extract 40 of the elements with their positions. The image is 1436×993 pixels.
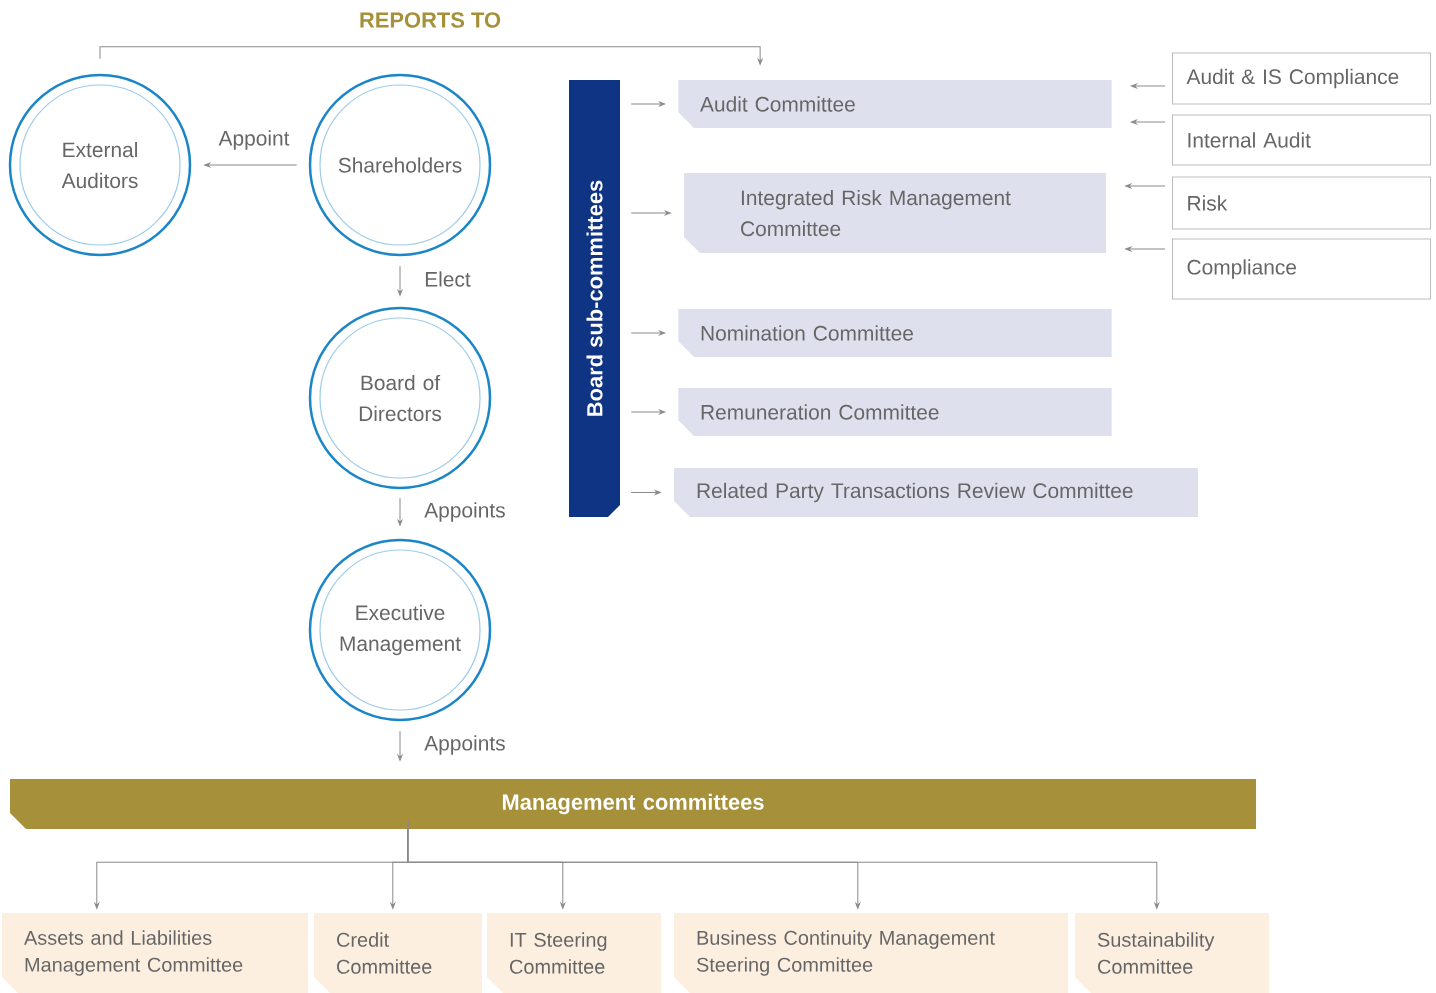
connector-arrow — [1130, 119, 1166, 125]
header-band: Management committees — [10, 779, 1256, 829]
committee-box: Business Continuity Management Steering Committee — [674, 913, 1068, 993]
connector-arrow — [99, 46, 763, 65]
unit-box: Risk — [1172, 176, 1431, 230]
committee-box: Nomination Committee — [678, 309, 1112, 357]
connector-arrow — [630, 330, 666, 336]
circle-node: Board of Directors — [308, 306, 492, 490]
committee-box: Integrated Risk Management Committee — [684, 173, 1106, 253]
connector-arrow — [407, 820, 1160, 909]
committee-box: Assets and Liabilities Management Committee — [2, 913, 308, 993]
connector-arrow — [630, 210, 671, 216]
committee-box: Sustainability Committee — [1075, 913, 1269, 993]
connector-arrow — [397, 265, 403, 296]
edge-label: REPORTS TO — [356, 10, 504, 30]
committee-box: IT Steering Committee — [487, 913, 661, 993]
connector-arrow — [630, 101, 666, 107]
circle-node: External Auditors — [8, 73, 192, 257]
committee-box: Credit Committee — [314, 913, 482, 993]
edge-label: Elect — [422, 269, 473, 289]
connector-arrow — [397, 730, 403, 761]
committee-box: Audit Committee — [678, 80, 1112, 128]
connector-arrow — [630, 490, 661, 495]
edge-label: Appoint — [216, 128, 292, 152]
circle-node: Shareholders — [308, 73, 492, 257]
connector-arrow — [204, 162, 298, 168]
sidebar-band: Board sub-committees — [569, 80, 620, 517]
committee-box: Related Party Transactions Review Committee — [674, 468, 1198, 517]
connector-arrow — [1130, 83, 1166, 89]
edge-label: Appoints — [422, 733, 508, 757]
unit-box: Audit & IS Compliance — [1172, 52, 1431, 105]
connector-arrow — [1125, 246, 1166, 252]
edge-label: Appoints — [422, 500, 508, 524]
circle-node: Executive Management — [308, 538, 492, 722]
connector-arrow — [1125, 183, 1166, 189]
connector-arrow — [397, 497, 403, 526]
unit-box: Compliance — [1172, 238, 1431, 300]
unit-box: Internal Audit — [1172, 114, 1431, 166]
connector-arrow — [630, 409, 666, 415]
committee-box: Remuneration Committee — [678, 388, 1112, 436]
